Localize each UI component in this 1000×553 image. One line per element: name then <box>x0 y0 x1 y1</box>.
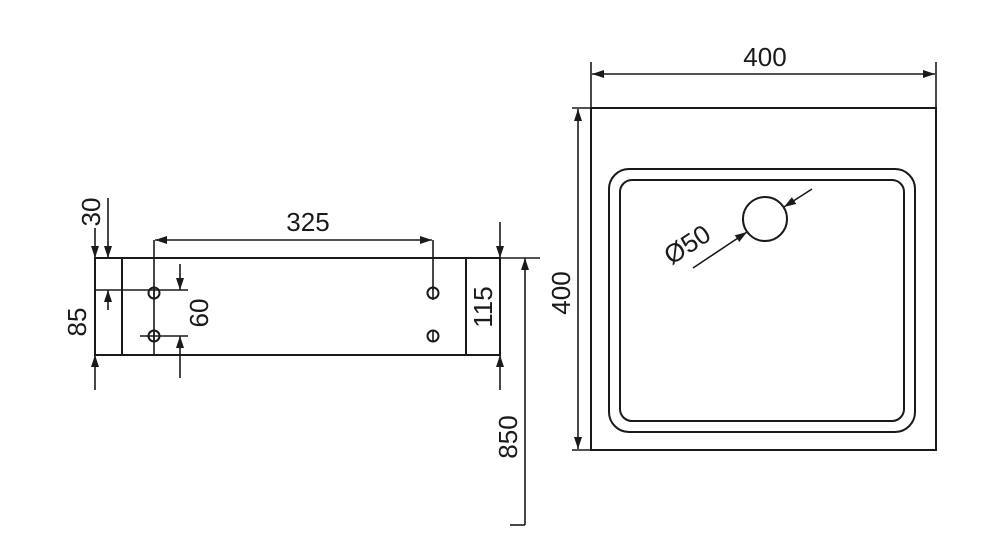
dim-label-85: 85 <box>62 308 92 337</box>
dim-label-400-width: 400 <box>743 42 786 72</box>
dim-label-60: 60 <box>184 299 214 328</box>
bowl-inner <box>619 179 905 422</box>
dim-label-115: 115 <box>468 286 498 327</box>
right-slot-lower <box>426 329 440 343</box>
bowl-outer <box>608 168 916 433</box>
dim-label-400-depth: 400 <box>546 271 576 314</box>
front-view: 325 30 85 60 115 850 <box>62 198 540 526</box>
dim-label-850: 850 <box>493 415 523 458</box>
top-outer-outline <box>590 107 937 451</box>
dim-label-30: 30 <box>76 198 106 227</box>
dim-label-diameter: Ø50 <box>658 218 716 270</box>
top-view: Ø50 400 400 <box>546 42 937 451</box>
drain-leader-line <box>692 231 748 269</box>
drain-hole <box>742 196 788 242</box>
drain-leader-arrow <box>783 188 813 208</box>
dim-label-325: 325 <box>286 207 329 237</box>
